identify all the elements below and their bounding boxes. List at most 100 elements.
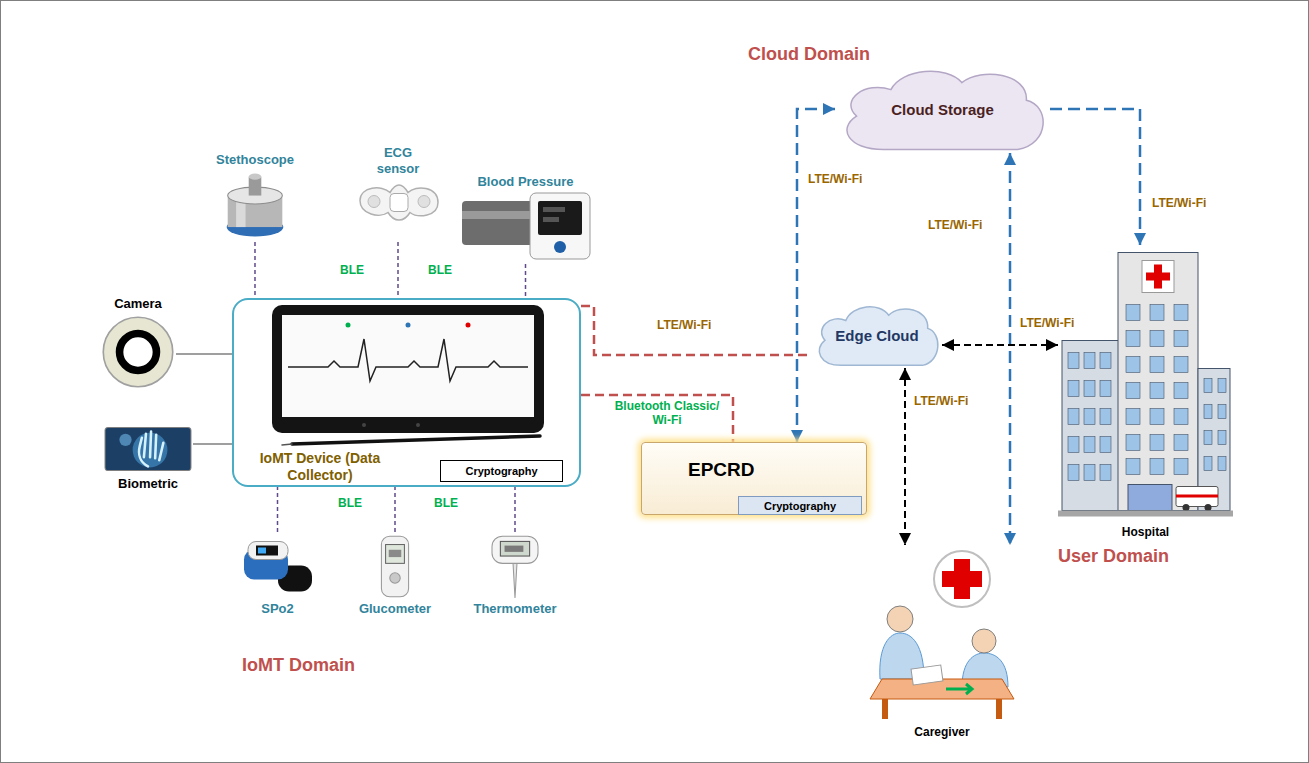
- hospital-building-part: [1150, 435, 1164, 451]
- hospital-building-part: [1084, 353, 1095, 369]
- hospital-building-part: [1084, 409, 1095, 425]
- thermometer-device-part: [500, 541, 529, 556]
- spo2-device-part: [256, 546, 278, 556]
- hospital-building-label: Hospital: [1122, 524, 1169, 540]
- caregiver-figure-part: [882, 699, 888, 719]
- glucometer-device-part: [390, 573, 400, 583]
- ecg-sensor-device-part: [418, 196, 430, 208]
- caregiver-figure-label: Caregiver: [914, 724, 969, 740]
- ble-link: [514, 487, 516, 532]
- iomt-data-collector-part: [282, 444, 292, 445]
- iomt-data-collector: IoMT Device (Data Collector) Cryptography: [232, 298, 581, 487]
- hospital-building-part: [1176, 495, 1218, 498]
- edge-link: [942, 344, 1058, 346]
- hospital-building-part: [1068, 353, 1079, 369]
- hospital-building: Hospital: [1058, 245, 1233, 540]
- ble-link: [394, 487, 396, 532]
- spo2-device-part: [240, 532, 315, 601]
- device-link: [581, 306, 812, 355]
- cryptography-module: Cryptography: [738, 496, 862, 515]
- glucometer-device-part: [389, 550, 402, 557]
- hospital-building-part: [1146, 273, 1170, 281]
- glucometer-device-part: [355, 532, 435, 601]
- hospital-building-part: [1126, 357, 1140, 373]
- hospital-building-part: [1174, 357, 1188, 373]
- protocol-label: BLE: [428, 263, 452, 277]
- thermometer-device-part: [513, 561, 517, 598]
- hospital-building-part: [1100, 353, 1111, 369]
- link-type-label: LTE/Wi-Fi: [1150, 196, 1208, 210]
- ecg-sensor-device-picture: [352, 177, 444, 242]
- link-type-label: LTE/Wi-Fi: [655, 318, 713, 332]
- edge-link: [904, 368, 906, 545]
- ecg-sensor-device-label: ECG sensor: [372, 145, 424, 177]
- stethoscope-device-picture: [213, 168, 297, 242]
- camera-device: Camera: [100, 296, 176, 392]
- hospital-building-part: [1126, 409, 1140, 425]
- glucometer-device: Glucometer: [355, 532, 435, 617]
- spo2-device-label: SPo2: [261, 601, 294, 617]
- hospital-building-part: [1174, 435, 1188, 451]
- hospital-building-part: [1150, 383, 1164, 399]
- hospital-building-part: [1150, 305, 1164, 321]
- hospital-building-part: [1100, 409, 1111, 425]
- edge-cloud-label: Edge Cloud: [835, 327, 918, 344]
- iomt-data-collector-label: IoMT Device (Data Collector): [250, 450, 390, 484]
- hospital-building-part: [1100, 465, 1111, 481]
- hospital-building-part: [1058, 245, 1233, 524]
- biometric-device-part: [119, 434, 131, 446]
- link-type-label: LTE/Wi-Fi: [912, 394, 970, 408]
- glucometer-device-part: [386, 545, 405, 564]
- cryptography-module-label: Cryptography: [465, 465, 537, 477]
- caregiver-figure-part: [996, 699, 1002, 719]
- device-link: [581, 395, 733, 442]
- hospital-building-part: [1204, 405, 1212, 419]
- epcrd-device-label: EPCRD: [688, 459, 755, 481]
- hospital-building-part: [1062, 341, 1120, 511]
- domain-label: User Domain: [1058, 546, 1169, 567]
- hospital-building-part: [1174, 409, 1188, 425]
- ble-link: [525, 264, 527, 298]
- caregiver-figure-part: [972, 629, 996, 653]
- hospital-building-part: [1174, 331, 1188, 347]
- hospital-building-part: [1204, 457, 1212, 471]
- hospital-building-part: [1058, 511, 1233, 517]
- link-type-label: LTE/Wi-Fi: [926, 218, 984, 232]
- caregiver-figure-picture: [862, 545, 1022, 724]
- blood-pressure-monitor-part: [543, 217, 559, 222]
- caregiver-figure-part: [870, 679, 1014, 699]
- iomt-data-collector-part: [268, 305, 548, 450]
- hospital-building-part: [1068, 437, 1079, 453]
- spo2-device-picture: [240, 532, 315, 601]
- ecg-sensor-device-part: [352, 177, 444, 242]
- iomt-data-collector-part: [346, 323, 351, 328]
- biometric-device-label: Biometric: [118, 476, 178, 492]
- hospital-building-part: [1100, 437, 1111, 453]
- glucometer-device-label: Glucometer: [359, 601, 431, 617]
- cable-link: [193, 443, 232, 444]
- hospital-building-part: [1068, 465, 1079, 481]
- edge-cloud: Edge Cloud: [812, 302, 942, 368]
- ble-link: [277, 487, 279, 532]
- cloud-link: [797, 109, 835, 442]
- thermometer-device: Thermometer: [470, 532, 560, 617]
- protocol-label: BLE: [338, 496, 362, 510]
- stethoscope-device-label: Stethoscope: [216, 152, 294, 168]
- hospital-building-part: [1126, 459, 1140, 475]
- hospital-building-part: [1174, 459, 1188, 475]
- hospital-building-part: [1068, 409, 1079, 425]
- caregiver-figure-part: [911, 665, 943, 685]
- edge-cloud-part: [819, 307, 938, 366]
- hospital-building-part: [1126, 383, 1140, 399]
- hospital-building-picture: [1058, 245, 1233, 524]
- thermometer-device-picture: [470, 532, 560, 601]
- ble-link: [397, 242, 399, 298]
- hospital-building-part: [1218, 431, 1226, 445]
- glucometer-device-part: [381, 536, 408, 597]
- biometric-device-part: [103, 422, 193, 476]
- biometric-device: Biometric: [103, 422, 193, 492]
- cryptography-module: Cryptography: [440, 460, 563, 482]
- spo2-device: SPo2: [240, 532, 315, 617]
- protocol-label: BLE: [340, 263, 364, 277]
